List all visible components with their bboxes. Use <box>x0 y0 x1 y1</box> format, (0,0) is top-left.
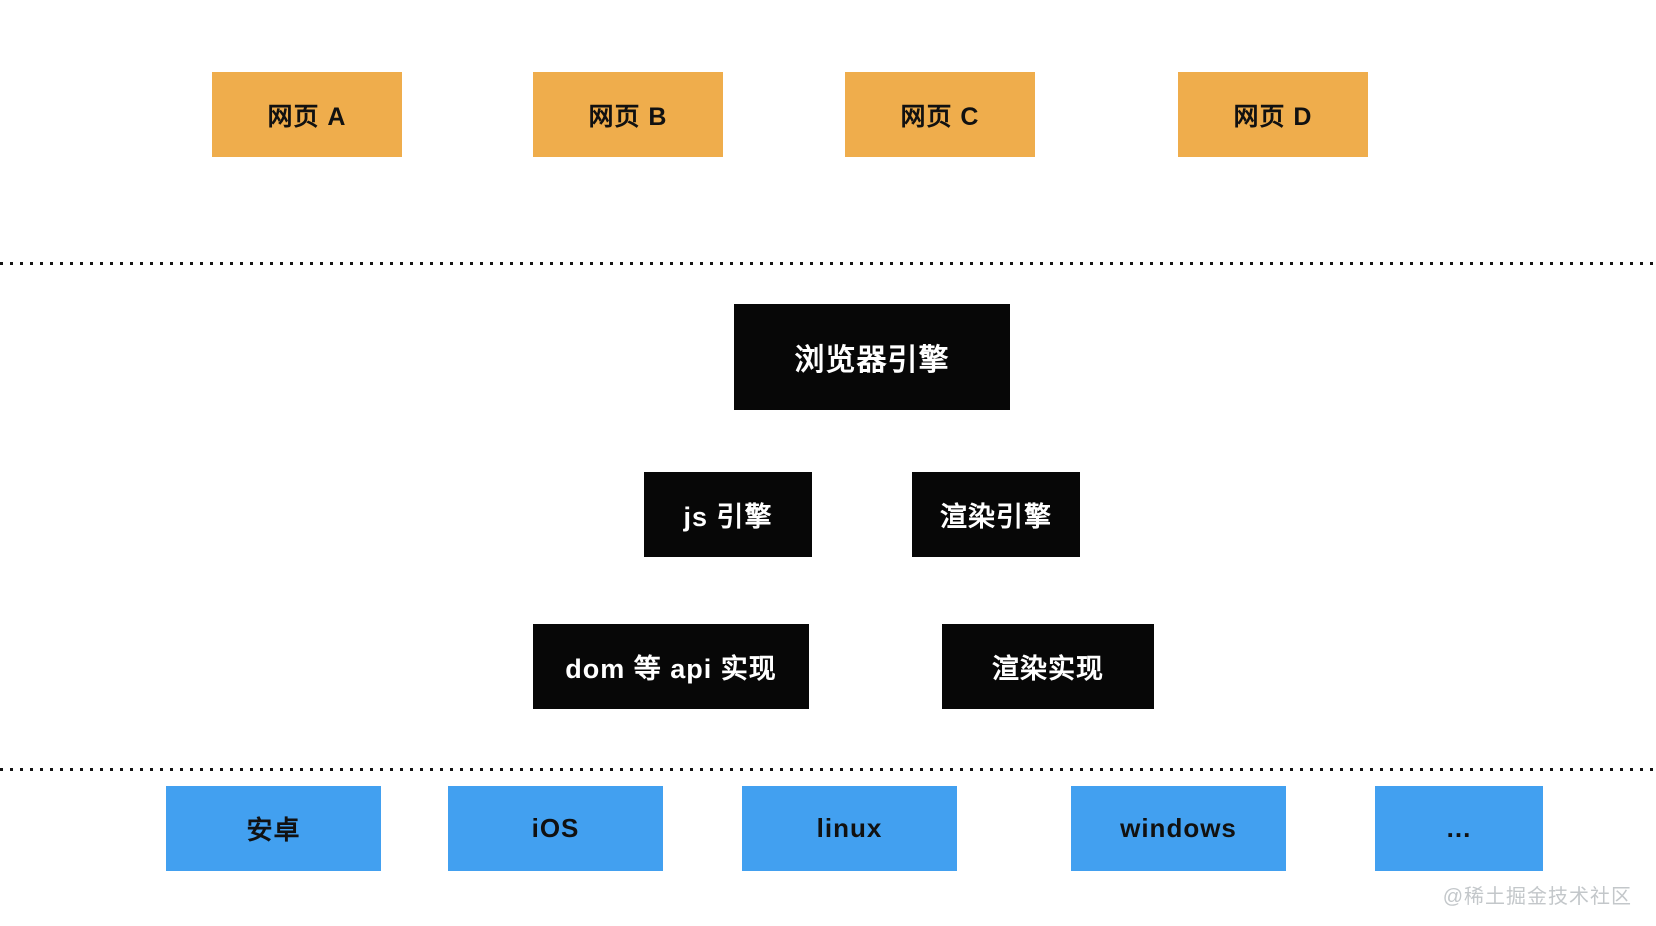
page-box-d: 网页 D <box>1178 72 1368 157</box>
platform-box-ios: iOS <box>448 786 663 871</box>
js-engine-box: js 引擎 <box>644 472 812 557</box>
watermark-text: @稀土掘金技术社区 <box>1442 886 1632 908</box>
render-engine-box: 渲染引擎 <box>912 472 1080 557</box>
page-box-b: 网页 B <box>533 72 723 157</box>
dom-api-impl-box: dom 等 api 实现 <box>533 624 809 709</box>
render-impl-box: 渲染实现 <box>942 624 1154 709</box>
platform-box-linux: linux <box>742 786 957 871</box>
platform-box-android: 安卓 <box>166 786 381 871</box>
platform-box-windows: windows <box>1071 786 1286 871</box>
page-box-a: 网页 A <box>212 72 402 157</box>
dotted-divider-bottom <box>0 768 1656 771</box>
browser-engine-box: 浏览器引擎 <box>734 304 1010 410</box>
page-box-c: 网页 C <box>845 72 1035 157</box>
platform-box-ellipsis: ... <box>1375 786 1543 871</box>
dotted-divider-top <box>0 262 1656 265</box>
